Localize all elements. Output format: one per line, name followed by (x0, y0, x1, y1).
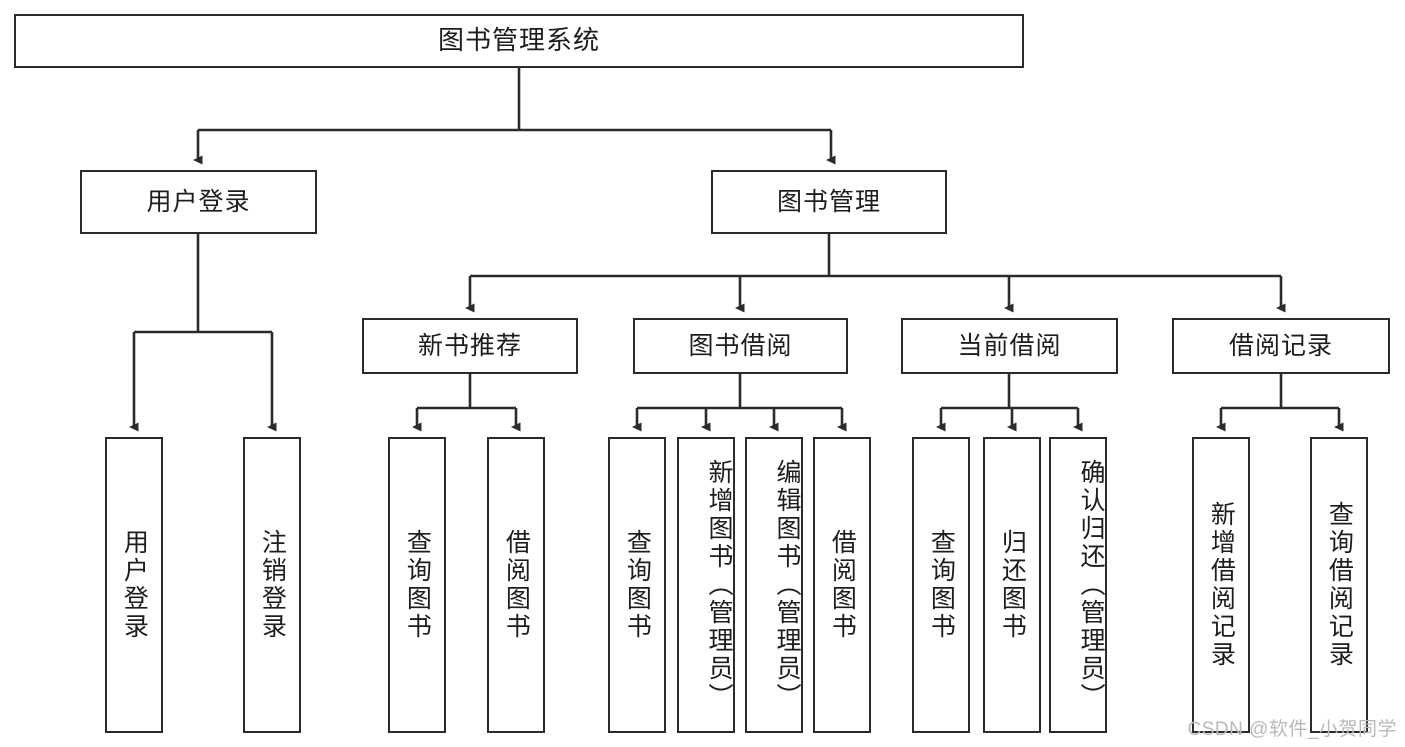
leaf-query-book-current-label: 查询图书 (927, 529, 956, 641)
leaf-query-book-new-label: 查询图书 (403, 529, 432, 641)
leaf-query-book-borrow-label: 查询图书 (623, 529, 652, 641)
csdn-watermark: CSDN @软件_小贺同学 (1187, 719, 1397, 740)
node-root[interactable]: 图书管理系统 (14, 14, 1024, 68)
node-borrow-records-label: 借阅记录 (1228, 331, 1333, 360)
node-book-borrow[interactable]: 图书借阅 (633, 318, 848, 374)
node-current-borrow[interactable]: 当前借阅 (901, 318, 1118, 374)
node-root-label: 图书管理系统 (437, 25, 600, 56)
node-user-login-label: 用户登录 (146, 187, 251, 216)
leaf-borrow-book[interactable]: 借阅图书 (813, 437, 871, 733)
node-book-borrow-label: 图书借阅 (688, 331, 793, 360)
leaf-confirm-return-admin[interactable]: 确认归还（管理员） (1049, 437, 1107, 733)
leaf-confirm-return-admin-label: 确认归还（管理员） (1077, 459, 1105, 711)
leaf-add-borrow-record[interactable]: 新增借阅记录 (1192, 437, 1250, 733)
edges-book-mgmt-to-level2 (465, 234, 1286, 313)
node-new-book-recommend-label: 新书推荐 (417, 331, 522, 360)
leaf-borrow-book-new[interactable]: 借阅图书 (487, 437, 545, 733)
node-user-login[interactable]: 用户登录 (80, 170, 317, 234)
edges-borrow-to-leaves (632, 374, 847, 432)
leaf-query-book-new[interactable]: 查询图书 (388, 437, 446, 733)
leaf-logout-label: 注销登录 (258, 529, 287, 641)
node-book-management[interactable]: 图书管理 (711, 170, 947, 234)
node-book-management-label: 图书管理 (776, 187, 881, 216)
leaf-query-book-current[interactable]: 查询图书 (912, 437, 970, 733)
leaf-add-borrow-record-label: 新增借阅记录 (1207, 501, 1236, 669)
leaf-logout[interactable]: 注销登录 (243, 437, 301, 733)
node-borrow-records[interactable]: 借阅记录 (1172, 318, 1390, 374)
edges-new-book-to-leaves (412, 374, 521, 432)
edges-user-login-to-leaves (129, 234, 277, 432)
edges-root-to-level1 (193, 68, 836, 165)
leaf-query-borrow-record[interactable]: 查询借阅记录 (1310, 437, 1368, 733)
leaf-borrow-book-label: 借阅图书 (828, 529, 857, 641)
leaf-add-book-admin[interactable]: 新增图书（管理员） (677, 437, 735, 733)
leaf-borrow-book-new-label: 借阅图书 (502, 529, 531, 641)
node-current-borrow-label: 当前借阅 (957, 331, 1062, 360)
leaf-return-book-label: 归还图书 (998, 529, 1027, 641)
edges-current-borrow-to-leaves (936, 374, 1083, 432)
leaf-user-login[interactable]: 用户登录 (105, 437, 163, 733)
leaf-user-login-label: 用户登录 (120, 529, 149, 641)
leaf-edit-book-admin-label: 编辑图书（管理员） (773, 459, 801, 711)
leaf-return-book[interactable]: 归还图书 (983, 437, 1041, 733)
leaf-edit-book-admin[interactable]: 编辑图书（管理员） (745, 437, 803, 733)
leaf-add-book-admin-label: 新增图书（管理员） (705, 459, 733, 711)
leaf-query-borrow-record-label: 查询借阅记录 (1325, 501, 1354, 669)
leaf-query-book-borrow[interactable]: 查询图书 (608, 437, 666, 733)
node-new-book-recommend[interactable]: 新书推荐 (362, 318, 578, 374)
edges-records-to-leaves (1216, 374, 1344, 432)
